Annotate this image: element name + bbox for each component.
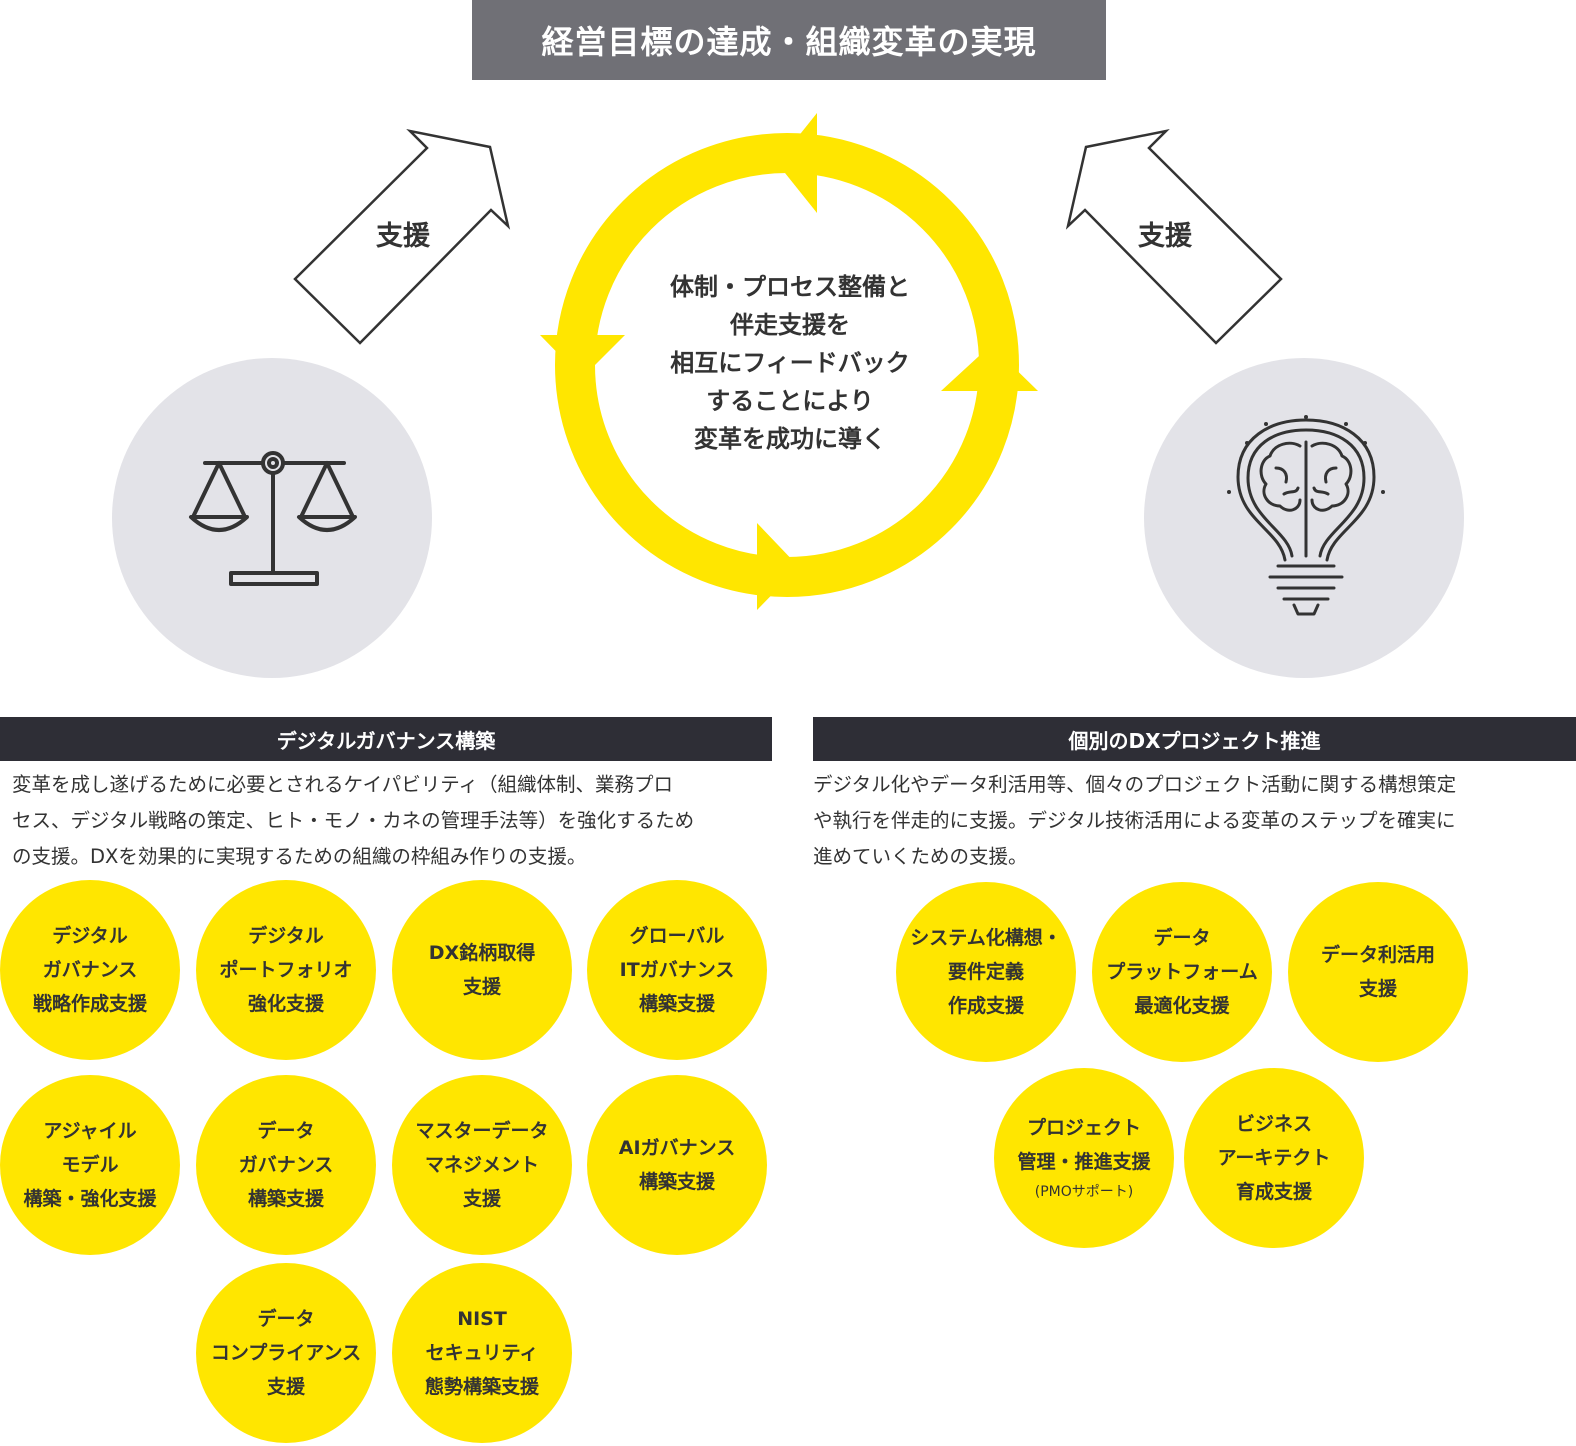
project-bubble: ビジネス アーキテクト 育成支援 xyxy=(1184,1068,1364,1248)
feedback-cycle xyxy=(540,113,1038,610)
governance-description: 変革を成し遂げるために必要とされるケイパビリティ（組織体制、業務プロ セス、デジ… xyxy=(12,767,772,875)
right-support-arrow xyxy=(1065,128,1283,345)
bubble-line: 強化支援 xyxy=(247,993,324,1015)
governance-bubble: NIST セキュリティ 態勢構築支援 xyxy=(392,1263,572,1443)
bubble-line: デジタル xyxy=(248,925,324,947)
bubble-line: ガバナンス xyxy=(42,959,138,981)
bubble-line: ガバナンス xyxy=(238,1154,334,1176)
bubble-line: 管理・推進支援 xyxy=(1017,1151,1151,1173)
project-bubble: データ利活用 支援 xyxy=(1288,882,1468,1062)
governance-bubble: デジタル ガバナンス 戦略作成支援 xyxy=(0,880,180,1060)
project-icon-circle xyxy=(1144,358,1464,678)
bubble-line: マスターデータ xyxy=(415,1120,549,1142)
bubble-line: セキュリティ xyxy=(425,1342,539,1364)
bubble-line: 態勢構築支援 xyxy=(424,1376,539,1398)
project-description: デジタル化やデータ利活用等、個々のプロジェクト活動に関する構想策定 や執行を伴走… xyxy=(813,767,1573,875)
bubble-line: NIST xyxy=(457,1308,507,1330)
bubble-line-note: (PMOサポート) xyxy=(1034,1184,1134,1200)
bubble-line: ポートフォリオ xyxy=(219,959,353,981)
cycle-line: 相互にフィードバック xyxy=(670,349,910,377)
bubble-line: マネジメント xyxy=(424,1154,539,1176)
governance-bubble: DX銘柄取得 支援 xyxy=(392,880,572,1060)
bubble-line: アジャイル xyxy=(43,1120,137,1142)
bubble-line: 構築・強化支援 xyxy=(23,1188,157,1210)
bubble-line: モデル xyxy=(61,1154,119,1176)
bubble-line: 支援 xyxy=(1358,978,1397,1000)
diagram-graphics xyxy=(112,113,1464,678)
project-bubble: プロジェクト 管理・推進支援 (PMOサポート) xyxy=(994,1068,1174,1248)
governance-bubble: データ コンプライアンス 支援 xyxy=(196,1263,376,1443)
project-desc-line: 進めていくための支援。 xyxy=(813,845,1028,868)
bubble-line: 育成支援 xyxy=(1235,1181,1312,1203)
cycle-arrowhead-bottom xyxy=(757,523,799,610)
bubble-line: 最適化支援 xyxy=(1134,995,1230,1017)
cycle-description: 体制・プロセス整備と 伴走支援を 相互にフィードバック することにより 変革を成… xyxy=(620,268,960,458)
project-desc-line: デジタル化やデータ利活用等、個々のプロジェクト活動に関する構想策定 xyxy=(813,773,1457,796)
governance-bubble: デジタル ポートフォリオ 強化支援 xyxy=(196,880,376,1060)
bubble-line: プロジェクト xyxy=(1026,1117,1141,1139)
cycle-arrowhead-right xyxy=(941,345,1038,391)
goal-banner: 経営目標の達成・組織変革の実現 xyxy=(472,0,1106,80)
bubble-line: アーキテクト xyxy=(1217,1147,1331,1169)
bubble-line: 構築支援 xyxy=(638,993,715,1015)
cycle-line: することにより xyxy=(706,387,874,415)
cycle-arrowhead-left xyxy=(540,335,625,378)
cycle-line: 伴走支援を xyxy=(730,311,850,339)
project-header: 個別のDXプロジェクト推進 xyxy=(813,717,1576,761)
bubble-line: システム化構想・ xyxy=(910,927,1062,949)
cycle-arrowhead-top xyxy=(777,113,817,213)
governance-desc-line: 変革を成し遂げるために必要とされるケイパビリティ（組織体制、業務プロ xyxy=(12,773,674,796)
bubble-line: ビジネス xyxy=(1235,1113,1312,1135)
governance-bubble: マスターデータ マネジメント 支援 xyxy=(392,1075,572,1255)
bubble-line: AIガバナンス xyxy=(618,1137,736,1159)
project-bubble: データ プラットフォーム 最適化支援 xyxy=(1092,882,1272,1062)
governance-bubble: アジャイル モデル 構築・強化支援 xyxy=(0,1075,180,1255)
project-desc-line: や執行を伴走的に支援。デジタル技術活用による変革のステップを確実に xyxy=(813,809,1456,832)
governance-bubble: データ ガバナンス 構築支援 xyxy=(196,1075,376,1255)
right-arrow-label: 支援 xyxy=(1138,221,1192,252)
lightbulb-rays xyxy=(1227,415,1385,494)
lightbulb-brain-icon xyxy=(1236,418,1376,616)
governance-bubble: AIガバナンス 構築支援 xyxy=(587,1075,767,1255)
governance-desc-line: の支援。DXを効果的に実現するための組織の枠組み作りの支援。 xyxy=(12,845,587,868)
bubble-line: コンプライアンス xyxy=(210,1342,362,1364)
bubble-line: データ xyxy=(257,1120,315,1142)
bubble-line: データ xyxy=(1153,927,1211,949)
bubble-line: 作成支援 xyxy=(947,995,1024,1017)
bubble-line: 要件定義 xyxy=(947,961,1024,983)
bubble-line: 構築支援 xyxy=(247,1188,324,1210)
bubble-line: 支援 xyxy=(462,976,501,998)
bubble-line: 構築支援 xyxy=(638,1171,715,1193)
bubble-line: デジタル xyxy=(52,925,128,947)
bubble-line: データ利活用 xyxy=(1320,944,1435,966)
bubble-line: グローバル xyxy=(629,925,725,947)
bubble-line: DX銘柄取得 xyxy=(428,942,536,964)
bubble-line: 戦略作成支援 xyxy=(32,993,147,1015)
cycle-line: 体制・プロセス整備と xyxy=(670,273,910,301)
governance-bubble: グローバル ITガバナンス 構築支援 xyxy=(587,880,767,1060)
left-arrow-label: 支援 xyxy=(376,221,430,252)
bubble-line: 支援 xyxy=(462,1188,501,1210)
scales-icon xyxy=(189,451,357,586)
bubble-line: ITガバナンス xyxy=(619,959,735,981)
cycle-line: 変革を成功に導く xyxy=(694,425,886,453)
left-support-arrow xyxy=(293,128,511,345)
governance-header: デジタルガバナンス構築 xyxy=(0,717,772,761)
bubble-line: 支援 xyxy=(266,1376,305,1398)
governance-desc-line: セス、デジタル戦略の策定、ヒト・モノ・カネの管理手法等）を強化するため xyxy=(12,809,695,832)
bubble-line: データ xyxy=(257,1308,315,1330)
bubble-line: プラットフォーム xyxy=(1106,961,1258,983)
project-bubble: システム化構想・ 要件定義 作成支援 xyxy=(896,882,1076,1062)
